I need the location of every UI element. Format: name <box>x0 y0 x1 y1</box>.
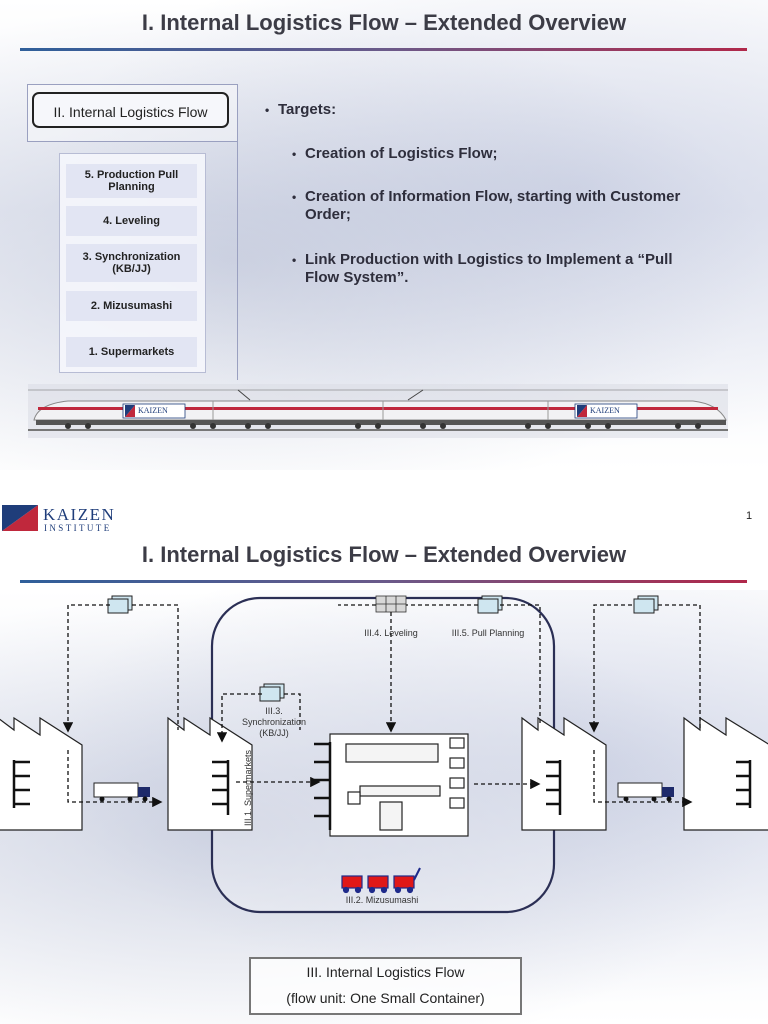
bullet-icon: • <box>292 253 297 267</box>
target-item: • Creation of Logistics Flow; <box>292 145 685 163</box>
targets-heading: • Targets: <box>265 101 337 119</box>
step-synchronization: 3. Synchronization (KB/JJ) <box>66 244 197 282</box>
logo-sub: INSTITUTE <box>44 523 112 532</box>
step-mizusumashi: 2. Mizusumashi <box>66 291 197 321</box>
slide-title: I. Internal Logistics Flow – Extended Ov… <box>141 10 627 35</box>
bullet-icon: • <box>265 103 270 117</box>
footer-line-2: (flow unit: One Small Container) <box>286 990 485 1006</box>
kaizen-logo-icon: KAIZEN <box>122 403 186 419</box>
receiving-factory-icon <box>167 716 253 831</box>
supplier-factory-icon <box>0 716 83 831</box>
footer-line-1: III. Internal Logistics Flow <box>306 964 465 980</box>
supermarket-rack-icon <box>212 760 230 815</box>
steps-panel: 5. Production Pull Planning 4. Leveling … <box>59 153 206 373</box>
target-item-text: Link Production with Logistics to Implem… <box>305 251 673 286</box>
bullet-icon: • <box>292 147 297 161</box>
step-supermarkets: 1. Supermarkets <box>66 337 197 367</box>
kanban-card-icon <box>477 595 503 614</box>
footer-box: III. Internal Logistics Flow (flow unit:… <box>249 957 522 1015</box>
truck-icon <box>93 782 150 802</box>
slide-title: I. Internal Logistics Flow – Extended Ov… <box>141 542 627 567</box>
customer-rack-icon <box>736 760 752 808</box>
target-item: • Creation of Information Flow, starting… <box>292 188 685 224</box>
step-leveling: 4. Leveling <box>66 206 197 236</box>
shipping-rack-icon <box>546 760 562 815</box>
target-item-text: Creation of Information Flow, starting w… <box>305 188 681 223</box>
svg-text:KAIZEN: KAIZEN <box>590 406 620 415</box>
kanban-card-icon <box>633 595 659 614</box>
slide-2: KAIZEN INSTITUTE 1 I. Internal Logistics… <box>0 470 768 1024</box>
kanban-card-icon <box>259 683 285 702</box>
label-pull-planning: III.5. Pull Planning <box>452 628 525 638</box>
svg-text:KAIZEN: KAIZEN <box>138 406 168 415</box>
targets-heading-text: Targets: <box>278 101 337 118</box>
train-image: KAIZEN KAIZEN <box>28 384 728 438</box>
page-number: 1 <box>746 510 753 522</box>
side-frame <box>25 140 238 380</box>
step-production-pull-planning: 5. Production Pull Planning <box>66 164 197 198</box>
label-sync-number: III.3. <box>265 706 283 716</box>
target-item-text: Creation of Logistics Flow; <box>305 145 498 162</box>
truck-icon <box>617 782 674 802</box>
customer-factory-icon <box>683 716 768 831</box>
target-item: • Link Production with Logistics to Impl… <box>292 251 695 287</box>
logo-name: KAIZEN <box>43 505 115 524</box>
kanban-card-icon <box>107 595 133 614</box>
bullet-icon: • <box>292 190 297 204</box>
kaizen-institute-logo: KAIZEN INSTITUTE <box>2 505 115 532</box>
supplier-storage-rack-icon <box>12 760 30 808</box>
kaizen-logo-icon: KAIZEN <box>574 403 638 419</box>
label-mizusumashi: III.2. Mizusumashi <box>346 895 419 905</box>
mizusumashi-train-icon <box>341 867 421 894</box>
production-cell-icon <box>329 733 469 837</box>
logistics-flow-diagram: III.4. Leveling III.5. Pull Planning III… <box>0 595 768 914</box>
title-divider <box>20 580 747 583</box>
label-synchronization: Synchronization <box>242 717 306 727</box>
label-leveling: III.4. Leveling <box>364 628 418 638</box>
leveling-box-icon <box>375 595 407 613</box>
slide-1: I. Internal Logistics Flow – Extended Ov… <box>0 0 768 470</box>
label-supermarkets: III.1. Supermarkets <box>243 749 253 826</box>
label-sync-kbjj: (KB/JJ) <box>259 728 289 738</box>
title-divider <box>20 48 747 51</box>
section-box: II. Internal Logistics Flow <box>32 92 229 128</box>
